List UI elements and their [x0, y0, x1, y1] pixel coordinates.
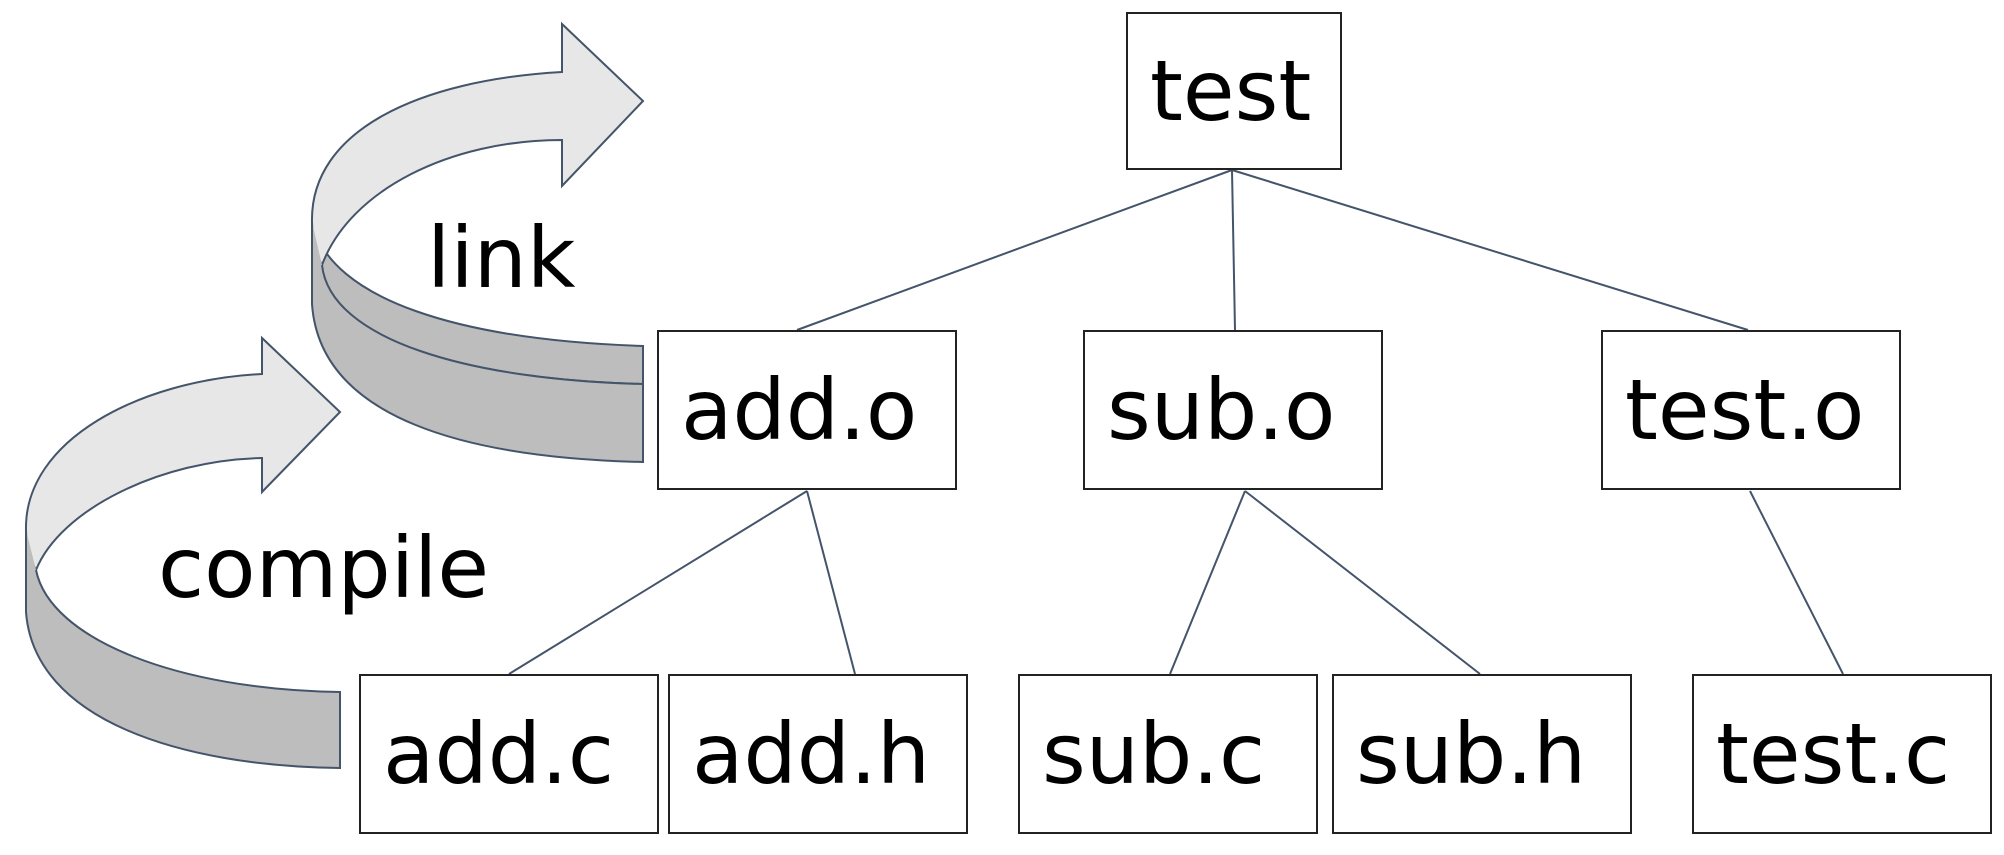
node-add-c: add.c	[359, 674, 659, 834]
edge-test-testo	[1231, 169, 1749, 331]
node-test-c: test.c	[1692, 674, 1992, 834]
link-arrow-icon	[310, 21, 645, 464]
edge-addo-addh	[806, 490, 856, 675]
node-add-o: add.o	[657, 330, 957, 490]
edge-test-addo	[796, 169, 1233, 331]
edge-addo-addc	[508, 490, 808, 675]
node-sub-h-label: sub.h	[1356, 705, 1587, 803]
edge-subo-subc	[1169, 490, 1246, 675]
node-test-o-label: test.o	[1625, 361, 1865, 459]
node-test: test	[1126, 12, 1342, 170]
node-sub-o: sub.o	[1083, 330, 1383, 490]
node-sub-o-label: sub.o	[1107, 361, 1336, 459]
node-test-c-label: test.c	[1716, 705, 1951, 803]
edge-testo-testc	[1749, 490, 1844, 675]
node-add-c-label: add.c	[383, 705, 614, 803]
node-add-h: add.h	[668, 674, 968, 834]
compile-label: compile	[158, 519, 490, 617]
node-add-h-label: add.h	[692, 705, 931, 803]
edge-subo-subh	[1244, 490, 1481, 675]
node-test-label: test	[1150, 42, 1312, 140]
node-add-o-label: add.o	[681, 361, 918, 459]
edge-test-subo	[1231, 169, 1236, 331]
link-label: link	[427, 209, 576, 307]
node-test-o: test.o	[1601, 330, 1901, 490]
node-sub-c-label: sub.c	[1042, 705, 1266, 803]
node-sub-h: sub.h	[1332, 674, 1632, 834]
node-sub-c: sub.c	[1018, 674, 1318, 834]
compile-arrow-icon	[24, 335, 342, 770]
